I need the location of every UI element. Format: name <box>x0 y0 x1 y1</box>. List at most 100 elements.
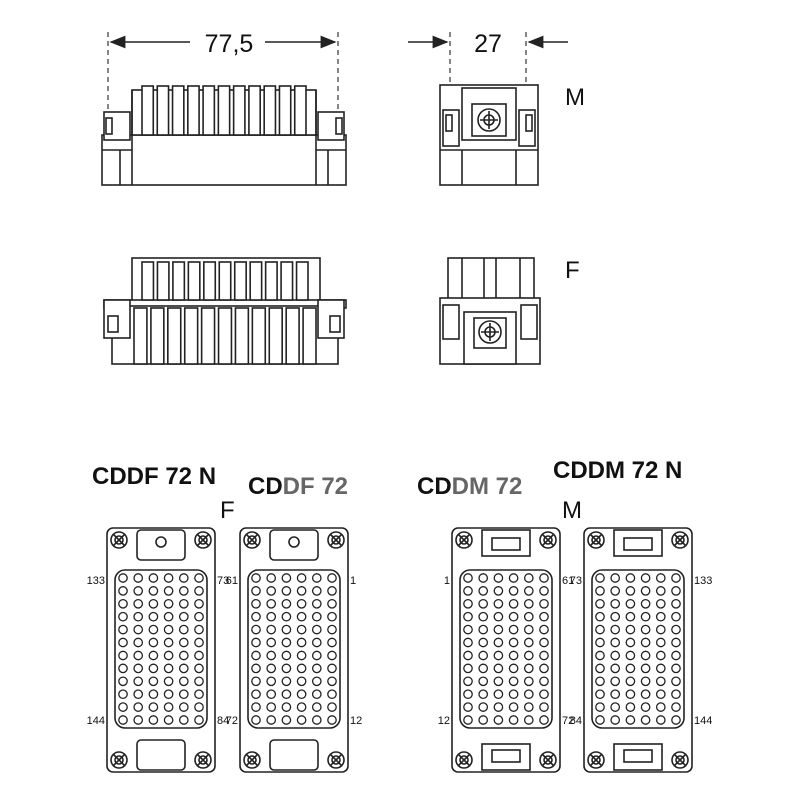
contact-pin <box>133 611 144 622</box>
contact-pin <box>133 624 144 635</box>
contact-pin <box>539 650 549 661</box>
contact-pin <box>508 702 519 712</box>
contact-pin <box>610 611 621 622</box>
contact-pin <box>266 689 277 700</box>
contact-pin <box>148 702 159 712</box>
contact-pin <box>539 586 549 596</box>
contact-pin <box>655 689 666 700</box>
contact-pin <box>194 663 204 674</box>
contact-pin <box>493 586 504 596</box>
contact-pin <box>478 650 489 661</box>
contact-pin <box>163 702 174 712</box>
contact-pin <box>610 637 621 648</box>
contact-pin <box>311 573 322 583</box>
pin-number-label: 72 <box>562 715 574 727</box>
pin-number-label: 12 <box>438 715 450 727</box>
contact-pin <box>178 663 189 674</box>
contact-pin <box>178 573 189 583</box>
contact-pin <box>595 573 605 583</box>
contact-pin <box>463 573 473 583</box>
contact-pin <box>178 624 189 635</box>
contact-pin <box>493 715 504 725</box>
contact-pin <box>296 611 307 622</box>
contact-pin <box>178 689 189 700</box>
contact-pin <box>251 689 261 700</box>
contact-pin <box>163 689 174 700</box>
contact-pin <box>671 676 681 687</box>
contact-pin <box>539 689 549 700</box>
pin-number-label: 72 <box>226 715 238 727</box>
contact-pin <box>251 663 261 674</box>
contact-pin <box>133 637 144 648</box>
contact-pin <box>463 676 473 687</box>
contact-pin <box>463 624 473 635</box>
contact-pin <box>251 611 261 622</box>
pin-number-label: 144 <box>694 715 712 727</box>
contact-pin <box>148 663 159 674</box>
contact-pin <box>118 586 128 596</box>
contact-pin <box>266 663 277 674</box>
contact-pin <box>266 586 277 596</box>
contact-pin <box>266 637 277 648</box>
contact-pin <box>610 586 621 596</box>
contact-pin <box>118 702 128 712</box>
contact-pin <box>640 676 651 687</box>
contact-pin <box>266 624 277 635</box>
contact-pin <box>493 702 504 712</box>
contact-pin <box>251 586 261 596</box>
contact-pin <box>163 676 174 687</box>
contact-pin <box>655 586 666 596</box>
contact-pin <box>178 611 189 622</box>
contact-pin <box>178 637 189 648</box>
contact-pin <box>478 676 489 687</box>
contact-pin <box>523 676 534 687</box>
contact-pin <box>671 715 681 725</box>
contact-pin <box>655 637 666 648</box>
contact-pin <box>508 663 519 674</box>
contact-pin <box>625 598 636 609</box>
contact-pin <box>478 624 489 635</box>
contact-pin <box>539 702 549 712</box>
contact-pin <box>133 702 144 712</box>
contact-pin <box>595 586 605 596</box>
contact-pin <box>508 650 519 661</box>
title-cddm72: CDDM 72 <box>417 473 522 500</box>
contact-pin <box>463 598 473 609</box>
contact-pin <box>493 573 504 583</box>
contact-pin <box>118 598 128 609</box>
contact-pin <box>463 715 473 725</box>
pin-number-label: 84 <box>570 715 582 727</box>
contact-pin <box>478 598 489 609</box>
contact-pin <box>671 637 681 648</box>
contact-pin <box>296 715 307 725</box>
contact-pin <box>671 650 681 661</box>
contact-pin <box>508 689 519 700</box>
contact-pin <box>178 650 189 661</box>
contact-pin <box>508 676 519 687</box>
contact-pin <box>508 611 519 622</box>
contact-pin <box>163 624 174 635</box>
male-side-view <box>101 85 347 186</box>
contact-pin <box>463 650 473 661</box>
contact-pin <box>281 650 292 661</box>
pin-number-label: 1 <box>444 575 450 587</box>
contact-pin <box>539 624 549 635</box>
contact-pin <box>251 573 261 583</box>
contact-pin <box>671 702 681 712</box>
contact-pin <box>148 715 159 725</box>
contact-pin <box>163 611 174 622</box>
contact-pin <box>327 611 337 622</box>
contact-pin <box>539 663 549 674</box>
contact-pin <box>327 702 337 712</box>
contact-pin <box>595 663 605 674</box>
contact-pin <box>296 689 307 700</box>
contact-pin <box>655 611 666 622</box>
contact-pin <box>194 715 204 725</box>
contact-pin <box>194 637 204 648</box>
contact-pin <box>251 676 261 687</box>
contact-pin <box>625 689 636 700</box>
contact-pin <box>655 624 666 635</box>
contact-pin <box>625 573 636 583</box>
contact-pin <box>595 650 605 661</box>
